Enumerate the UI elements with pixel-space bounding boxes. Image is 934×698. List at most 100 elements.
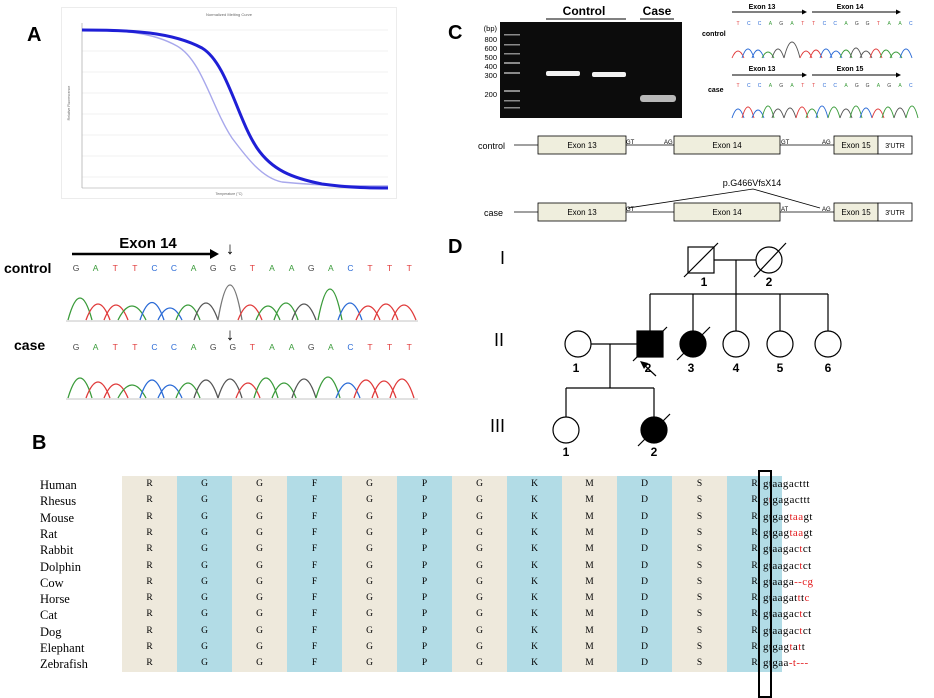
residue-cell: K bbox=[531, 511, 538, 522]
residue-cell: R bbox=[146, 527, 153, 538]
seq-base: G bbox=[210, 342, 217, 352]
seq-base: A bbox=[888, 21, 892, 27]
seq-base: G bbox=[779, 21, 783, 27]
trace-control bbox=[67, 284, 417, 321]
seq-base: C bbox=[171, 263, 177, 273]
residue-cell: G bbox=[476, 609, 483, 620]
residue-cell: M bbox=[585, 560, 594, 571]
residue-cell: M bbox=[585, 479, 594, 489]
seq-base: T bbox=[736, 21, 739, 27]
residue-cell: F bbox=[311, 511, 318, 522]
residue-column bbox=[232, 476, 287, 672]
residue-cell: P bbox=[421, 511, 428, 522]
seq-base: C bbox=[171, 342, 177, 352]
seq-base: G bbox=[73, 342, 80, 352]
seq-base: G bbox=[855, 21, 859, 27]
seq-base: C bbox=[758, 83, 762, 89]
residue-column bbox=[727, 476, 782, 672]
seq-base: C bbox=[151, 342, 157, 352]
residue-cell: G bbox=[256, 495, 263, 506]
residue-cell: K bbox=[531, 576, 538, 587]
residue-cell: F bbox=[311, 479, 318, 489]
residue-cell: F bbox=[311, 495, 318, 506]
residue-cell: P bbox=[421, 642, 428, 652]
residue-cell: G bbox=[476, 511, 483, 522]
gen2-id-3: 3 bbox=[688, 361, 695, 375]
ctrl-exon13: Exon 13 bbox=[567, 141, 597, 150]
species-name: Dolphin bbox=[40, 559, 81, 574]
seq-base: A bbox=[790, 83, 794, 89]
residue-cell: G bbox=[366, 642, 373, 652]
residue-cell: R bbox=[751, 479, 758, 489]
panel-d-label: D bbox=[448, 236, 463, 258]
seq-base: G bbox=[229, 342, 236, 352]
seq-base: T bbox=[250, 342, 255, 352]
seq-base: T bbox=[250, 263, 255, 273]
species-name: Mouse bbox=[40, 510, 75, 525]
residue-cell: G bbox=[256, 511, 263, 522]
residue-cell: G bbox=[256, 593, 263, 604]
ctrl-utr: 3'UTR bbox=[885, 143, 905, 150]
residue-cell: G bbox=[476, 544, 483, 555]
melting-curve-plot: Normalized Melting Curve Relative Fluore… bbox=[62, 8, 396, 198]
residue-cell: G bbox=[256, 560, 263, 571]
residue-cell: D bbox=[641, 479, 648, 489]
seq-base: T bbox=[407, 263, 412, 273]
residue-cell: G bbox=[366, 576, 373, 587]
seq-base: A bbox=[328, 263, 334, 273]
residue-cell: G bbox=[201, 658, 208, 669]
residue-cell: M bbox=[585, 593, 594, 604]
seq-base: T bbox=[132, 263, 137, 273]
variant-bases: t bbox=[798, 641, 802, 653]
seq-base: T bbox=[387, 263, 392, 273]
conserved-bases: a bbox=[792, 641, 799, 653]
trace-c-case bbox=[731, 105, 919, 119]
species-name: Rhesus bbox=[40, 494, 77, 509]
gen1-id-2: 2 bbox=[766, 275, 773, 289]
residue-cell: R bbox=[146, 609, 153, 620]
conserved-bases: gtgag bbox=[763, 526, 790, 539]
pedigree: I II III 1 bbox=[490, 242, 842, 456]
control-label: control bbox=[4, 260, 51, 276]
residue-cell: P bbox=[421, 576, 428, 587]
residue-cell: P bbox=[421, 527, 428, 538]
residue-cell: S bbox=[696, 495, 703, 506]
seq-base: C bbox=[823, 21, 827, 27]
gen2-id-4: 4 bbox=[733, 361, 740, 375]
residue-column bbox=[342, 476, 397, 672]
residue-cell: R bbox=[146, 544, 153, 555]
ctrl-exon15: Exon 15 bbox=[841, 141, 871, 150]
residue-cell: R bbox=[751, 658, 758, 669]
residue-cell: G bbox=[366, 495, 373, 506]
residue-cell: S bbox=[696, 593, 703, 604]
conserved-bases: ct bbox=[802, 624, 812, 637]
residue-cell: D bbox=[641, 658, 648, 669]
exon14-label: Exon 14 bbox=[119, 235, 177, 252]
residue-cell: R bbox=[751, 560, 758, 571]
seq-base: A bbox=[790, 21, 794, 27]
panel-b-label: B bbox=[32, 432, 47, 454]
case-exon15: Exon 15 bbox=[841, 208, 871, 217]
residue-cell: G bbox=[201, 560, 208, 571]
seq-base: T bbox=[801, 21, 804, 27]
conserved-bases: ct bbox=[802, 543, 812, 556]
ladder-tick-label: 800 bbox=[484, 35, 497, 44]
conserved-bases: g bbox=[763, 494, 769, 507]
residue-column bbox=[617, 476, 672, 672]
melt-title: Normalized Melting Curve bbox=[206, 12, 253, 17]
conserved-bases: gagacttt bbox=[772, 494, 811, 507]
residue-cell: D bbox=[641, 560, 648, 571]
residue-cell: K bbox=[531, 560, 538, 571]
residue-cell: R bbox=[751, 495, 758, 506]
residue-cell: M bbox=[585, 609, 594, 620]
gen-II: II bbox=[494, 330, 504, 350]
ctrl-gt-1: GT bbox=[626, 140, 635, 146]
panel-a-label: A bbox=[27, 24, 42, 46]
panel-c-label: C bbox=[448, 22, 463, 44]
gen-III: III bbox=[490, 416, 505, 436]
ladder-tick-label: 400 bbox=[484, 62, 497, 71]
